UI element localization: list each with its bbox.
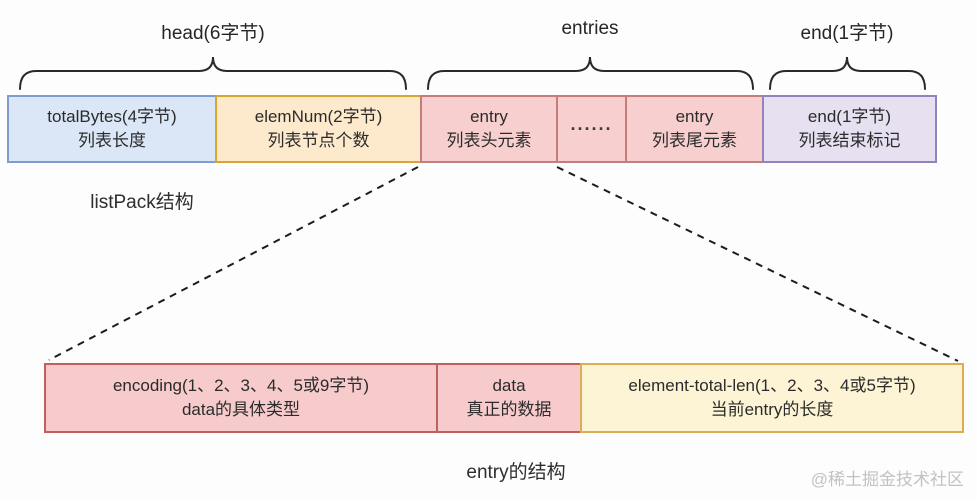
cell-element-total-len-line1: element-total-len(1、2、3、4或5字节) (628, 376, 916, 395)
cell-encoding-line1: encoding(1、2、3、4、5或9字节) (112, 376, 370, 395)
cell-end-line1: end(1字节) (807, 107, 892, 126)
cell-elemnum-line2: 列表节点个数 (267, 131, 370, 150)
cell-totalbytes-line2: 列表长度 (78, 131, 146, 150)
ellipsis-dots: ······ (570, 119, 613, 139)
cell-element-total-len-line2: 当前entry的长度 (710, 400, 834, 419)
cell-data-line1: data (492, 376, 526, 395)
cell-data-line2: 真正的数据 (466, 400, 552, 419)
cell-data: data 真正的数据 (436, 363, 582, 433)
watermark: @稀土掘金技术社区 (810, 470, 964, 489)
entries-brace (427, 56, 754, 90)
head-brace (19, 56, 407, 90)
cell-entry-head: entry 列表头元素 (420, 95, 558, 163)
end-brace-label: end(1字节) (800, 23, 894, 44)
cell-end-line2: 列表结束标记 (798, 131, 901, 150)
head-brace-label: head(6字节) (161, 23, 265, 44)
cell-entry-tail: entry 列表尾元素 (625, 95, 764, 163)
cell-totalbytes-line1: totalBytes(4字节) (47, 107, 177, 126)
cell-elemnum: elemNum(2字节) 列表节点个数 (215, 95, 422, 163)
cell-entry-head-line2: 列表头元素 (446, 131, 532, 150)
cell-entries-ellipsis: ······ (556, 95, 627, 163)
cell-encoding: encoding(1、2、3、4、5或9字节) data的具体类型 (44, 363, 438, 433)
cell-elemnum-line1: elemNum(2字节) (254, 107, 383, 126)
expand-dashed-line-left (48, 166, 419, 361)
cell-entry-tail-line2: 列表尾元素 (652, 131, 737, 150)
cell-end: end(1字节) 列表结束标记 (762, 95, 937, 163)
cell-entry-tail-line1: entry (675, 107, 714, 126)
expand-dashed-line-right (556, 166, 959, 362)
end-brace (769, 56, 926, 90)
cell-entry-head-line1: entry (470, 107, 508, 126)
entry-structure-caption: entry的结构 (466, 462, 566, 483)
cell-element-total-len: element-total-len(1、2、3、4或5字节) 当前entry的长… (580, 363, 964, 433)
cell-encoding-line2: data的具体类型 (181, 400, 301, 419)
entries-brace-label: entries (561, 18, 619, 39)
listpack-caption: listPack结构 (90, 192, 194, 213)
cell-totalbytes: totalBytes(4字节) 列表长度 (7, 95, 217, 163)
